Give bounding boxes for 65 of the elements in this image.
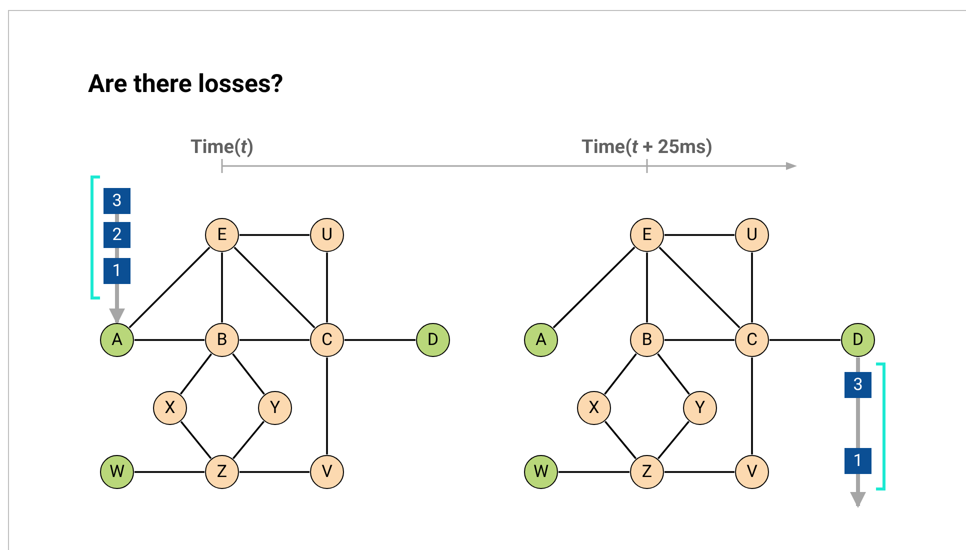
link-line [326, 358, 328, 454]
time-label: Time(t + 25ms) [582, 134, 712, 160]
link-line [856, 358, 860, 372]
arrow [850, 474, 866, 508]
link-line [180, 421, 212, 459]
link-line [751, 252, 753, 322]
link-line [326, 252, 328, 322]
link-line [234, 246, 316, 328]
router-node: Z [205, 455, 239, 489]
link-line [134, 471, 204, 473]
link-line [604, 420, 637, 460]
host-node: D [416, 323, 450, 357]
link-line [658, 246, 740, 328]
link-line [128, 246, 210, 328]
link-line [604, 353, 637, 395]
link-line [232, 353, 265, 395]
router-node: E [630, 218, 664, 252]
host-node: A [100, 323, 134, 357]
router-node: X [577, 391, 611, 425]
router-node: V [735, 455, 769, 489]
link-line [221, 252, 223, 322]
host-node: A [524, 323, 558, 357]
router-node: C [735, 323, 769, 357]
router-node: V [310, 455, 344, 489]
router-node: E [205, 218, 239, 252]
link-line [115, 214, 119, 222]
link-line [751, 358, 753, 454]
link-line [664, 471, 734, 473]
router-node: B [630, 323, 664, 357]
link-line [558, 471, 630, 473]
link-line [657, 353, 690, 395]
link-line [180, 353, 212, 395]
packet-box: 3 [104, 188, 130, 214]
router-node: U [735, 218, 769, 252]
router-node: C [310, 323, 344, 357]
link-line [240, 471, 310, 473]
time-label: Time(t) [190, 134, 254, 160]
arrow [109, 284, 125, 324]
link-line [770, 339, 840, 341]
title: Are there losses? [88, 69, 284, 101]
router-node: Z [630, 455, 664, 489]
packet-box: 1 [844, 448, 872, 474]
packet-box: 1 [104, 258, 130, 284]
host-node: W [524, 455, 558, 489]
link-line [664, 339, 734, 341]
link-line [552, 246, 636, 328]
link-line [344, 339, 416, 341]
router-node: Y [683, 391, 717, 425]
router-node: X [153, 391, 187, 425]
link-line [232, 420, 265, 460]
link-line [134, 339, 204, 341]
host-node: W [100, 455, 134, 489]
packet-box: 2 [104, 222, 130, 248]
router-node: B [205, 323, 239, 357]
link-line [646, 252, 648, 322]
link-line [115, 248, 119, 258]
packet-box: 3 [844, 372, 872, 398]
host-node: D [841, 323, 875, 357]
link-line [657, 420, 690, 460]
link-line [240, 234, 310, 236]
link-line [664, 234, 734, 236]
router-node: U [310, 218, 344, 252]
link-line [856, 398, 860, 448]
link-line [240, 339, 310, 341]
router-node: Y [258, 391, 292, 425]
